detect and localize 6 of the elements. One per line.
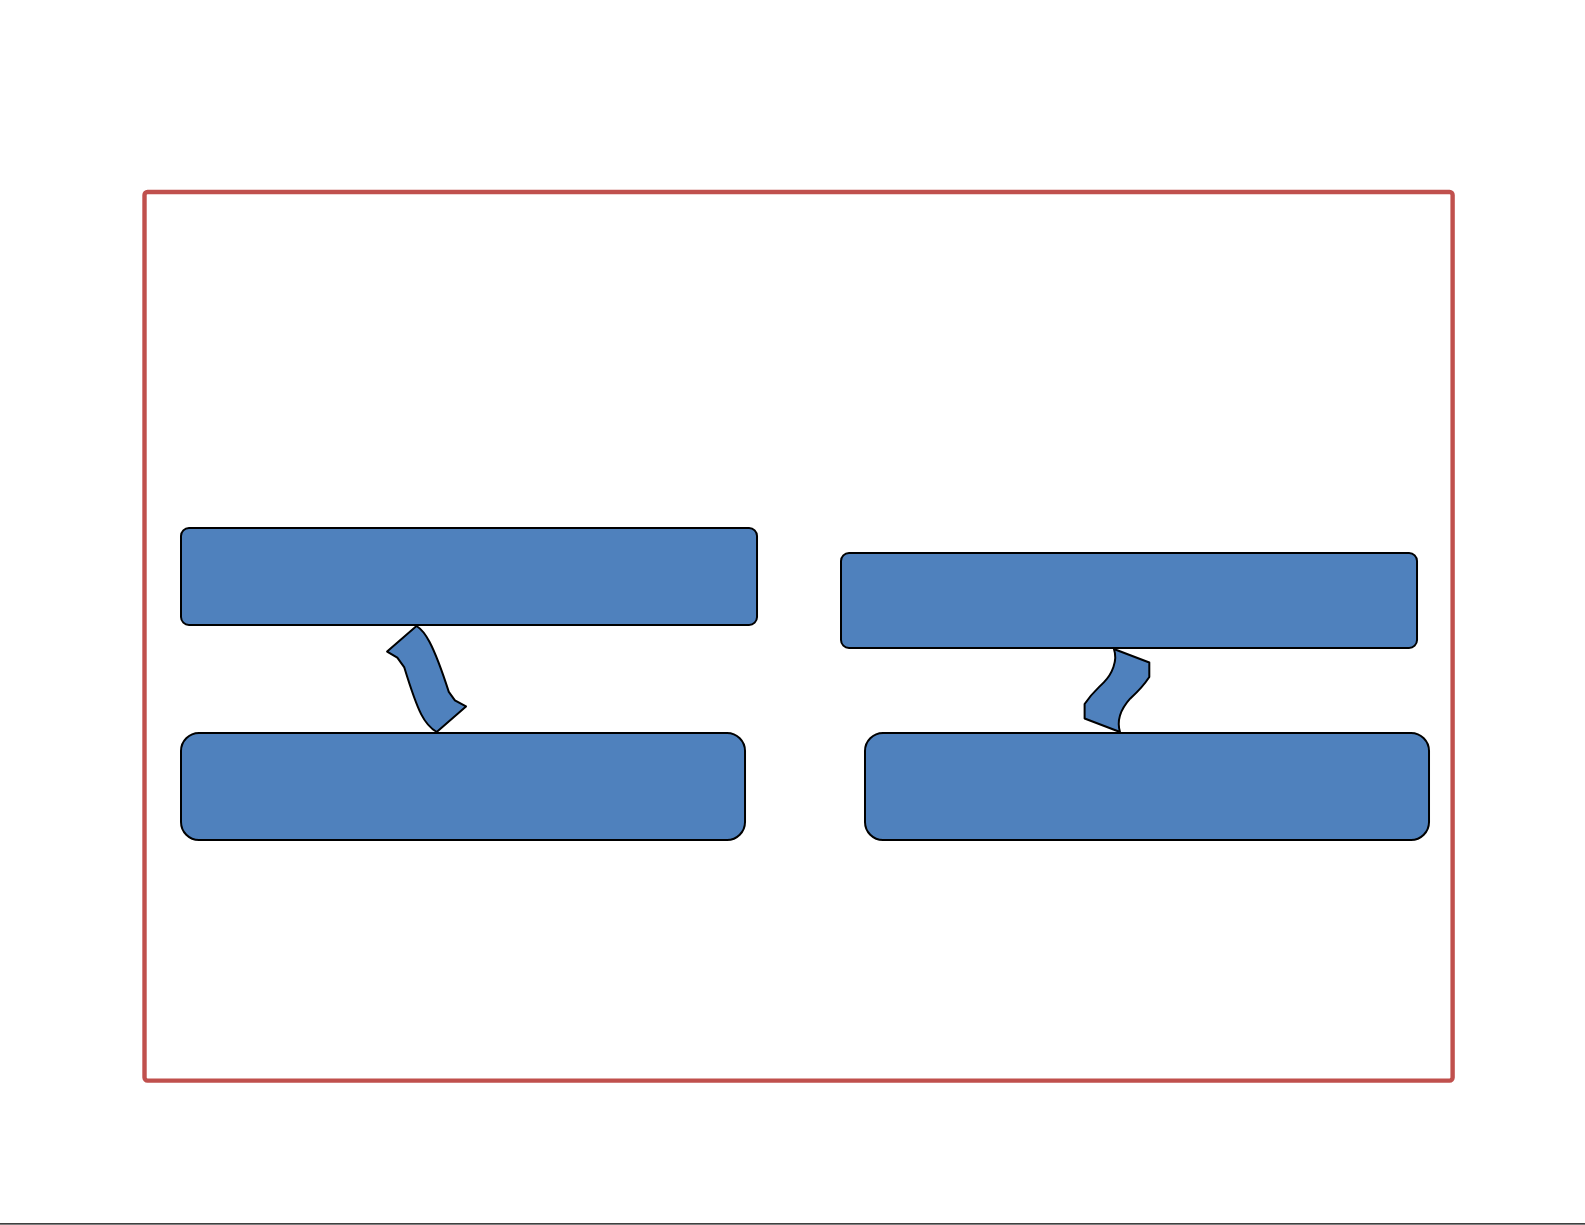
wave-connector xyxy=(1083,648,1151,733)
rounded-box xyxy=(864,732,1430,841)
rounded-box xyxy=(840,552,1418,649)
wave-connector xyxy=(386,625,467,733)
rounded-box xyxy=(180,527,758,626)
rounded-box xyxy=(180,732,746,841)
